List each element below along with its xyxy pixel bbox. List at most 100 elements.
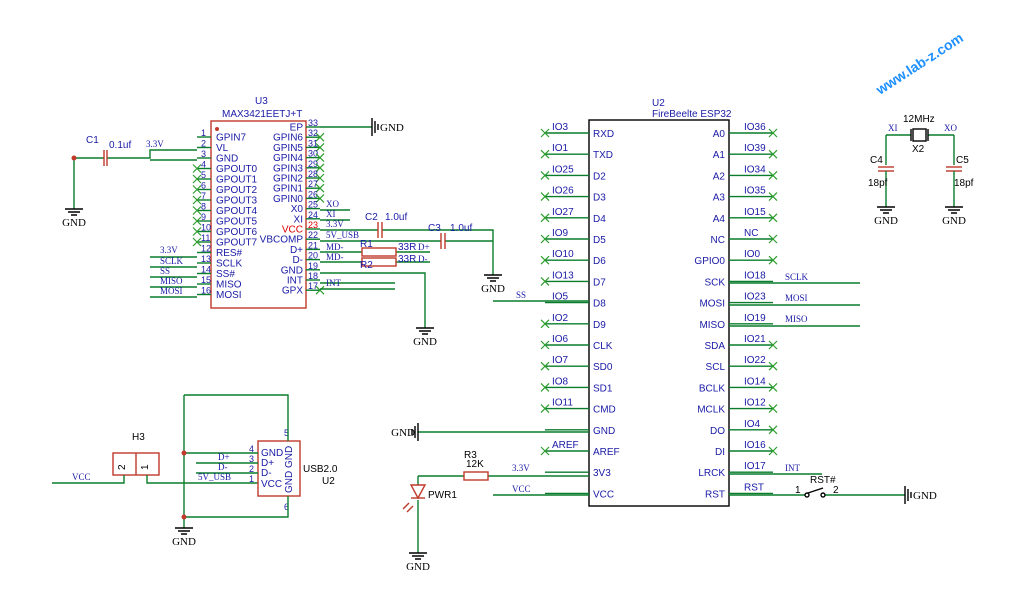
u2-left-pin-net: IO6 <box>552 334 569 345</box>
u3-right-pin-num: 18 <box>308 271 318 281</box>
usb-num-4: 4 <box>249 444 254 454</box>
c3-value: 1.0uf <box>450 223 472 234</box>
u3-left-net-lines: 3.3V SCLK SS MISO MOSI <box>150 245 197 298</box>
u3-right-pin-name: GPIN3 <box>273 163 303 174</box>
u3-net-xi: XI <box>326 209 336 219</box>
c4-value: 18pf <box>868 178 888 189</box>
u3-right-pin-name: VCC <box>282 225 303 236</box>
u3-net-5vusb: 5V_USB <box>326 230 359 240</box>
usb-pin-dm: D- <box>261 468 272 479</box>
u3-left-pin-name: GPOUT2 <box>216 185 258 196</box>
u3-net-ss: SS <box>160 266 170 276</box>
ground-label: GND <box>172 536 196 548</box>
u3-right-pin-name: GPIN4 <box>273 153 303 164</box>
u3-right-pin-name: GPX <box>282 286 303 297</box>
usb-gnd-a: GND <box>284 446 295 468</box>
u3-left-pin-num: 2 <box>201 139 206 149</box>
u3-right-pin-name: XI <box>294 214 303 225</box>
u3-left-pin-num: 5 <box>201 170 206 180</box>
u3-left-pin-name: MOSI <box>216 290 242 301</box>
u3-left-pin-num: 1 <box>201 128 206 138</box>
usb-net-5v: 5V_USB <box>198 472 231 482</box>
u2-left-pin-name: 3V3 <box>593 468 611 479</box>
rst-ref: RST# <box>810 475 836 486</box>
u2-left-pin-name: AREF <box>593 447 620 458</box>
u2-right-pin-net: IO21 <box>744 334 766 345</box>
usb-pin-vcc: VCC <box>261 479 282 490</box>
u2-left-pin-net: IO5 <box>552 292 569 303</box>
u3-right-pin-num: 30 <box>308 149 318 159</box>
u3-right-pin-name: EP <box>290 123 304 134</box>
usb-pin-dp: D+ <box>261 458 274 469</box>
usb-net-dp: D+ <box>218 452 230 462</box>
u2-left-pin-name: D6 <box>593 256 606 267</box>
u2-right-pin-net: IO14 <box>744 376 766 387</box>
r1-net: D+ <box>418 242 430 252</box>
u2-right-pin-name: A4 <box>713 214 726 225</box>
u3-left-pin-name: SCLK <box>216 259 242 270</box>
u2-right-pin-name: BCLK <box>699 383 725 394</box>
u3-right-pin-num: 31 <box>308 138 318 148</box>
c3-ref: C3 <box>428 223 441 234</box>
u2-right-pin-net: IO12 <box>744 398 766 409</box>
h3-ref: H3 <box>132 432 145 443</box>
ground-symbol <box>371 118 379 136</box>
u3-left-pin-name: VL <box>216 143 229 154</box>
u3-left-pin-name: GPIN7 <box>216 133 246 144</box>
u3-right-pin-num: 26 <box>308 189 318 199</box>
u2-left-pin-net: IO25 <box>552 164 574 175</box>
r1-ref: R1 <box>360 239 373 250</box>
u2-right-pin-name: LRCK <box>698 468 725 479</box>
ground-symbol <box>904 486 912 504</box>
u2-net-ss: SS <box>516 290 526 300</box>
u3-ref: U3 <box>255 96 268 107</box>
pwr-ref: PWR1 <box>428 490 457 501</box>
ground-symbol <box>409 552 427 560</box>
r2-net: D- <box>418 254 428 264</box>
c1-capacitor: C1 0.1uf 3.3V <box>71 135 197 209</box>
u3-left-pin-name: GPOUT4 <box>216 206 258 217</box>
u3-right-pin-num: 32 <box>308 128 318 138</box>
u3-right-pin-num: 29 <box>308 159 318 169</box>
u3-right-pin-name: VBCOMP <box>260 235 304 246</box>
u2-left-pin-name: TXD <box>593 150 613 161</box>
r3-value: 12K <box>466 459 484 470</box>
u2-left-pin-net: IO27 <box>552 207 574 218</box>
u3-right-pin-num: 17 <box>308 281 318 291</box>
u3-left-pin-num: 9 <box>201 212 206 222</box>
usb-body <box>257 440 301 497</box>
u2-net-vcc: VCC <box>512 484 531 494</box>
u3-net-sclk: SCLK <box>160 256 184 266</box>
u2-right-pin-net: IO18 <box>744 270 766 281</box>
u2-right-pin-net: IO34 <box>744 164 766 175</box>
usb-gnd-b: GND <box>284 471 295 493</box>
u2-right-pin-name: A2 <box>713 171 726 182</box>
h3-pin2: 2 <box>117 464 128 470</box>
u3-right-pin-num: 22 <box>308 230 318 240</box>
u2-right-pin-net: IO22 <box>744 355 766 366</box>
u3-left-pin-num: 3 <box>201 149 206 159</box>
u2-right-pin-net: IO35 <box>744 186 766 197</box>
u3-left-pin-name: GND <box>216 154 238 165</box>
usb-num-1: 1 <box>249 474 254 484</box>
h3-pin1: 1 <box>140 464 151 470</box>
u2-right-pin-net: IO23 <box>744 292 766 303</box>
c1-net: 3.3V <box>146 139 164 149</box>
u3-net-xo: XO <box>326 199 339 209</box>
u3-right-pin-name: D- <box>292 255 303 266</box>
u3-net-miso: MISO <box>160 276 183 286</box>
u3-right-pin-name: D+ <box>290 245 303 256</box>
c1-value: 0.1uf <box>109 140 131 151</box>
u2-body <box>588 119 730 507</box>
u2-left-pin-net: IO26 <box>552 186 574 197</box>
u2-left-pin-name: CMD <box>593 405 616 416</box>
u2-right-pin-net: IO15 <box>744 207 766 218</box>
u3-right-pin-name: INT <box>287 276 303 287</box>
u3-right-pin-num: 20 <box>308 251 318 261</box>
usb-pin-gnd: GND <box>261 448 283 459</box>
usb-num-2: 2 <box>249 464 254 474</box>
u2-left-pin-name: D5 <box>593 235 606 246</box>
c2-value: 1.0uf <box>385 212 407 223</box>
u3-right-pin-name: GPIN2 <box>273 174 303 185</box>
